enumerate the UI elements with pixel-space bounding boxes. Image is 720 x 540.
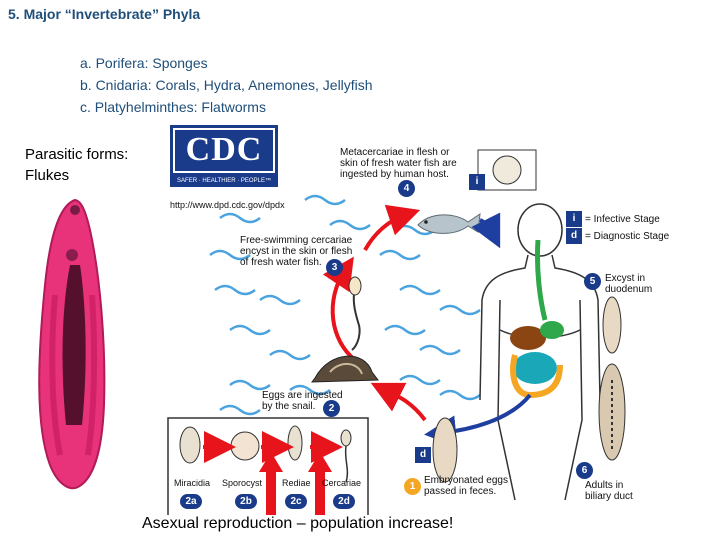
label-embryonated-eggs: Embryonated eggs passed in feces. [424,475,508,497]
cercaria-small-image [340,429,352,447]
embryonated-egg-image [432,417,458,483]
cdc-logo: CDC SAFER · HEALTHIER · PEOPLE™ [170,125,278,187]
arrow-snail-to-cercariae [322,256,357,362]
arrow-fish-to-human [471,212,501,249]
phyla-list: a. Porifera: Sponges b. Cnidaria: Corals… [80,52,373,118]
infective-stage-marker: i [469,174,485,190]
parasitic-forms-text: Parasitic forms: Flukes [25,144,128,186]
legend-diagnostic-stage: = Diagnostic Stage [585,231,670,242]
metacercaria-cyst-image [492,155,522,185]
excyst-image [602,296,622,354]
label-miracidia: Miracidia [174,478,211,488]
label-cercariae-encyst: Free-swimming cercariae encyst in the sk… [240,235,353,268]
cdc-logo-text: CDC [185,131,263,168]
fluke-specimen-image [38,198,106,490]
step-1-badge: 1 [404,478,421,495]
step-2c-badge: 2c [285,494,307,509]
infective-key-marker: i [566,211,582,227]
label-excyst: Excyst in duodenum [605,273,653,295]
parasitic-line-2: Flukes [25,167,70,184]
label-sporocyst: Sporocyst [222,478,263,488]
step-5-badge: 5 [584,273,601,290]
step-6-badge: 6 [576,462,593,479]
phyla-item: a. Porifera: Sponges [80,55,208,71]
stomach-image [540,321,564,339]
fish-image [417,212,481,234]
cercaria-head-image [348,276,362,296]
overlay-arrow-rediae [259,452,283,520]
label-rediae: Rediae [282,478,311,488]
step-3-badge: 3 [326,259,343,276]
parasitic-line-1: Parasitic forms: [25,146,129,163]
legend-infective-stage: = Infective Stage [585,214,660,225]
phyla-item: c. Platyhelminthes: Flatworms [80,99,266,115]
step-4-badge: 4 [398,180,415,197]
step-2b-badge: 2b [235,494,257,509]
diagnostic-stage-marker: d [415,447,431,463]
arrow-cercariae-to-fish [363,204,421,251]
slide-title: 5. Major “Invertebrate” Phyla [8,6,201,22]
caption-asexual-reproduction: Asexual reproduction – population increa… [140,515,456,533]
step-2-badge: 2 [323,400,340,417]
overlay-arrow-cercariae [308,452,332,520]
step-2a-badge: 2a [180,494,202,509]
intestine-image [513,352,557,384]
label-metacercariae: Metacercariae in flesh or skin of fresh … [340,147,457,180]
label-adults: Adults in biliary duct [585,480,633,502]
liver-image [510,326,546,350]
miracidium-image [179,426,201,464]
sporocyst-image [230,431,260,461]
diagnostic-key-marker: d [566,228,582,244]
snail-image [310,355,379,383]
cercaria-image [351,287,361,351]
redia-image [287,425,303,461]
label-cercariae-small: Cercariae [322,478,362,488]
cdc-tagline: SAFER · HEALTHIER · PEOPLE™ [177,178,271,184]
step-2d-badge: 2d [333,494,355,509]
phyla-item: b. Cnidaria: Corals, Hydra, Anemones, Je… [80,77,373,93]
esophagus-image [535,239,548,321]
arrow-eggs-to-snail [370,382,427,422]
label-eggs-ingested: Eggs are ingested by the snail. [262,390,343,412]
cdc-url: http://www.dpd.cdc.gov/dpdx [170,200,285,210]
